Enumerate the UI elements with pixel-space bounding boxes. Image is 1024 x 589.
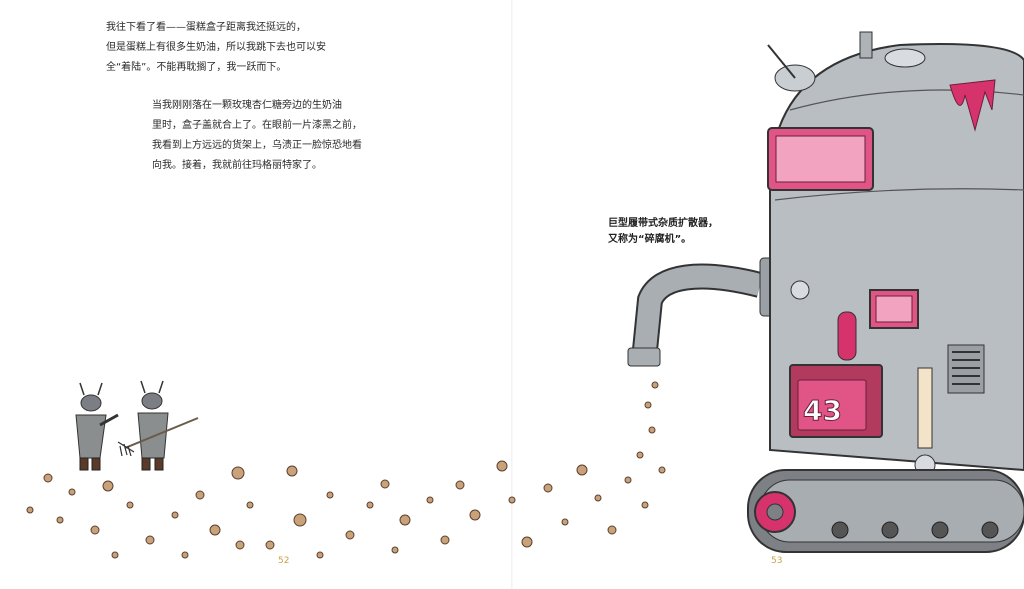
story-paragraph-1: 我往下看了看——蛋糕盒子距离我还挺远的， 但是蛋糕上有很多生奶油，所以我跳下去也… bbox=[106, 18, 326, 78]
crumb-trail bbox=[26, 381, 666, 559]
worker-figure-left bbox=[75, 382, 119, 471]
page-gutter bbox=[511, 0, 513, 589]
story-paragraph-2: 当我刚刚落在一颗玫瑰杏仁糖旁边的生奶油 里时，盒子盖就合上了。在眼前一片漆黑之前… bbox=[152, 96, 362, 176]
caption-line: 又称为“碎腐机”。 bbox=[608, 234, 692, 245]
text-line: 全“着陆”。不能再耽搁了，我一跃而下。 bbox=[106, 62, 287, 73]
grinder-machine bbox=[747, 31, 1024, 553]
caption-line: 巨型履带式杂质扩散器， bbox=[608, 218, 718, 229]
machine-display-number: 43 bbox=[803, 394, 842, 427]
text-line: 向我。接着，我就前往玛格丽特家了。 bbox=[152, 160, 322, 171]
machine-caption: 巨型履带式杂质扩散器， 又称为“碎腐机”。 bbox=[608, 216, 718, 248]
text-line: 我往下看了看——蛋糕盒子距离我还挺远的， bbox=[106, 22, 306, 33]
machine-outlet-pipe bbox=[627, 257, 781, 367]
page-number-right: 53 bbox=[771, 556, 783, 566]
worker-figure-right bbox=[117, 380, 199, 471]
text-line: 里时，盒子盖就合上了。在眼前一片漆黑之前， bbox=[152, 120, 362, 131]
page-number-left: 52 bbox=[278, 556, 290, 566]
text-line: 当我刚刚落在一颗玫瑰杏仁糖旁边的生奶油 bbox=[152, 100, 342, 111]
text-line: 我看到上方远远的货架上，乌渍正一脸惊恐地看 bbox=[152, 140, 362, 151]
text-line: 但是蛋糕上有很多生奶油，所以我跳下去也可以安 bbox=[106, 42, 326, 53]
